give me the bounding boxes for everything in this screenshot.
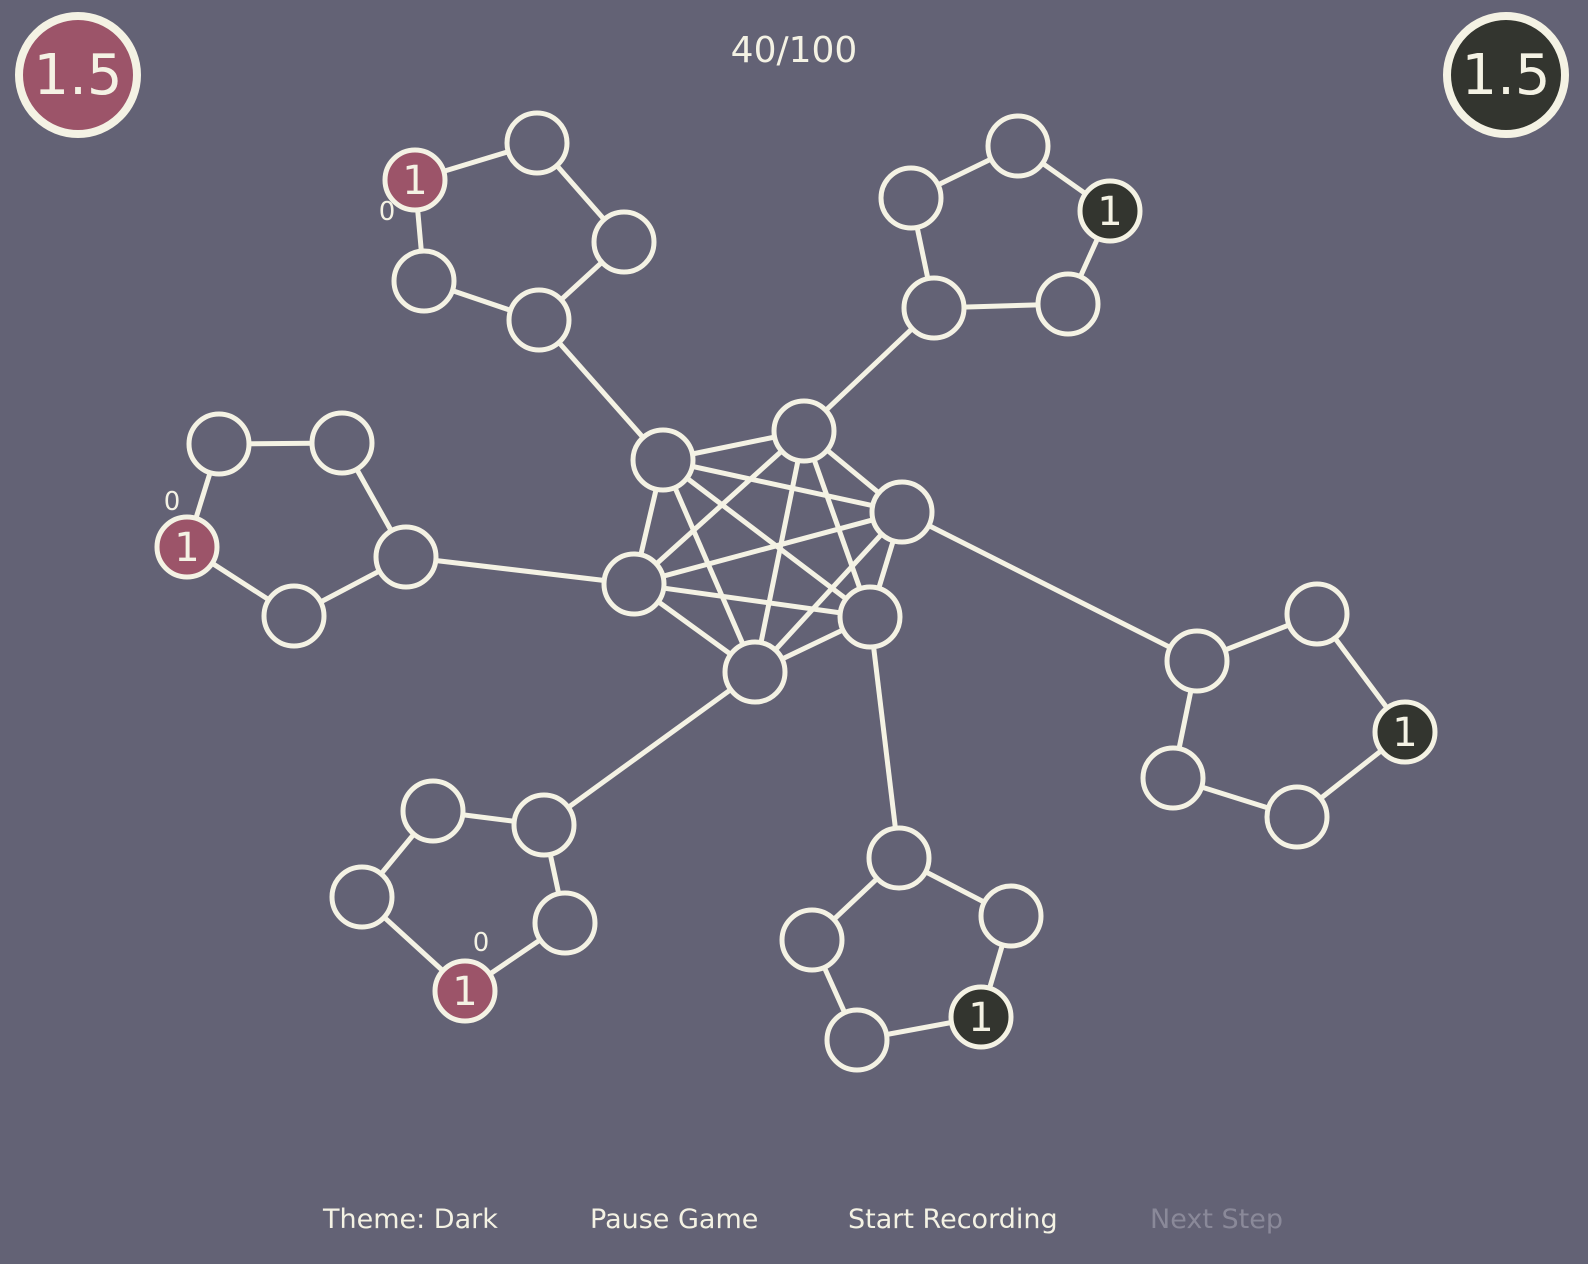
graph-node[interactable]: [722, 639, 788, 705]
edge: [661, 458, 872, 619]
node-value-label: 1: [1392, 710, 1417, 756]
graph-node[interactable]: [373, 524, 439, 590]
edge: [867, 616, 902, 859]
graph-node[interactable]: [391, 248, 457, 314]
graph-node[interactable]: [978, 883, 1044, 949]
node-value-label: 1: [174, 525, 199, 571]
graph-node[interactable]: [866, 825, 932, 891]
next-step-button: Next Step: [1150, 1204, 1283, 1235]
control-bar: Theme: Dark Pause Game Start Recording N…: [0, 1204, 1588, 1244]
graph-node[interactable]: [511, 792, 577, 858]
right-player-node[interactable]: [948, 984, 1014, 1050]
edge: [801, 430, 873, 618]
graph-node[interactable]: [1284, 581, 1350, 647]
node-annotation-label: 0: [473, 928, 490, 958]
graph-node[interactable]: [601, 551, 667, 617]
graph-node[interactable]: [824, 1007, 890, 1073]
left-player-node[interactable]: [382, 147, 448, 213]
graph-node[interactable]: [630, 427, 696, 493]
graph-node[interactable]: [771, 398, 837, 464]
graph-node[interactable]: [329, 864, 395, 930]
graph-node[interactable]: [186, 411, 252, 477]
node-annotation-label: 0: [379, 197, 396, 227]
node-value-label: 1: [452, 969, 477, 1015]
graph-node[interactable]: [878, 165, 944, 231]
edge: [752, 430, 807, 673]
graph-node[interactable]: [779, 907, 845, 973]
left-player-node[interactable]: [154, 514, 220, 580]
node-value-label: 1: [968, 995, 993, 1041]
edge: [542, 669, 757, 828]
graph-node[interactable]: [1140, 745, 1206, 811]
graph-node[interactable]: [901, 275, 967, 341]
graph-node[interactable]: [869, 479, 935, 545]
graph-node[interactable]: [309, 410, 375, 476]
edge: [633, 581, 871, 620]
graph-node[interactable]: [1264, 784, 1330, 850]
edge: [753, 510, 904, 674]
theme-button[interactable]: Theme: Dark: [323, 1204, 498, 1235]
graph-node[interactable]: [591, 209, 657, 275]
right-player-node[interactable]: [1077, 178, 1143, 244]
right-player-node[interactable]: [1372, 699, 1438, 765]
right-player-score: 1.5: [1443, 12, 1569, 138]
graph-node[interactable]: [506, 287, 572, 353]
left-player-node[interactable]: [432, 958, 498, 1024]
node-value-label: 1: [1097, 189, 1122, 235]
graph-node[interactable]: [1164, 628, 1230, 694]
graph-node[interactable]: [1035, 271, 1101, 337]
edge: [662, 457, 903, 515]
graph-node[interactable]: [400, 778, 466, 844]
edge: [633, 509, 903, 587]
graph-node[interactable]: [985, 113, 1051, 179]
edge: [900, 509, 1199, 664]
left-player-score: 1.5: [15, 12, 141, 138]
graph-node[interactable]: [261, 583, 327, 649]
graph-node[interactable]: [837, 584, 903, 650]
pause-game-button[interactable]: Pause Game: [590, 1204, 759, 1235]
edge: [632, 429, 806, 586]
node-annotation-label: 0: [164, 487, 181, 517]
graph-node[interactable]: [532, 890, 598, 956]
node-value-label: 1: [402, 158, 427, 204]
turn-counter: 40/100: [730, 30, 858, 71]
graph-node[interactable]: [504, 110, 570, 176]
edge: [405, 554, 635, 587]
start-recording-button[interactable]: Start Recording: [848, 1204, 1058, 1235]
